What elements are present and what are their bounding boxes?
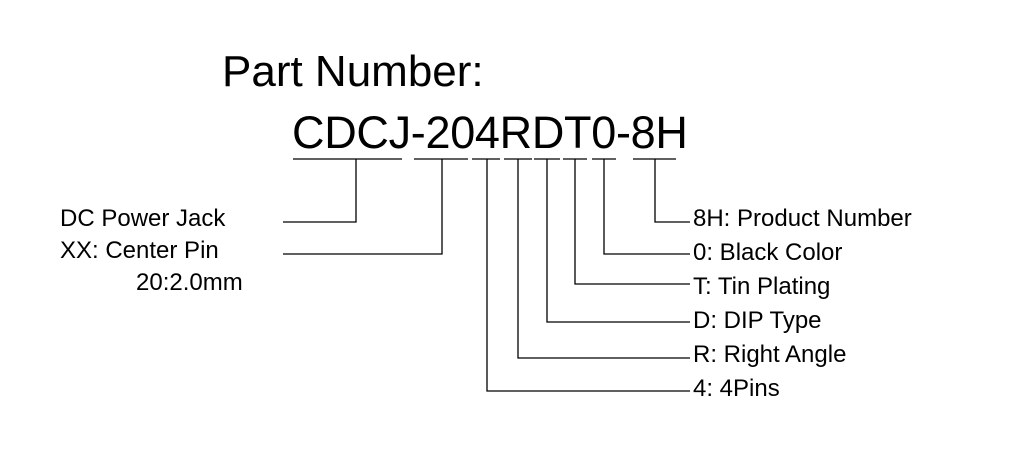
label-center-pin-size: 20:2.0mm xyxy=(136,269,243,296)
leader-plating xyxy=(574,159,690,285)
leader-dip-type xyxy=(546,159,690,323)
leader-product-number xyxy=(654,159,690,223)
leader-dc-power-jack xyxy=(283,159,357,223)
leader-center-pin xyxy=(283,159,443,255)
label-product-number: 8H: Product Number xyxy=(693,205,912,232)
label-right-angle: R: Right Angle xyxy=(693,341,847,368)
part-number: CDCJ-204RDT0-8H xyxy=(292,107,688,158)
label-center-pin: XX: Center Pin xyxy=(60,237,219,264)
leader-color xyxy=(603,159,690,255)
label-pins: 4: 4Pins xyxy=(693,375,780,402)
label-color: 0: Black Color xyxy=(693,239,843,266)
leader-pins xyxy=(486,159,690,392)
label-dc-power-jack: DC Power Jack xyxy=(60,205,226,232)
label-dip-type: D: DIP Type xyxy=(693,307,822,334)
leader-right-angle xyxy=(517,159,690,359)
diagram-title: Part Number: xyxy=(222,47,484,96)
label-plating: T: Tin Plating xyxy=(693,273,831,300)
